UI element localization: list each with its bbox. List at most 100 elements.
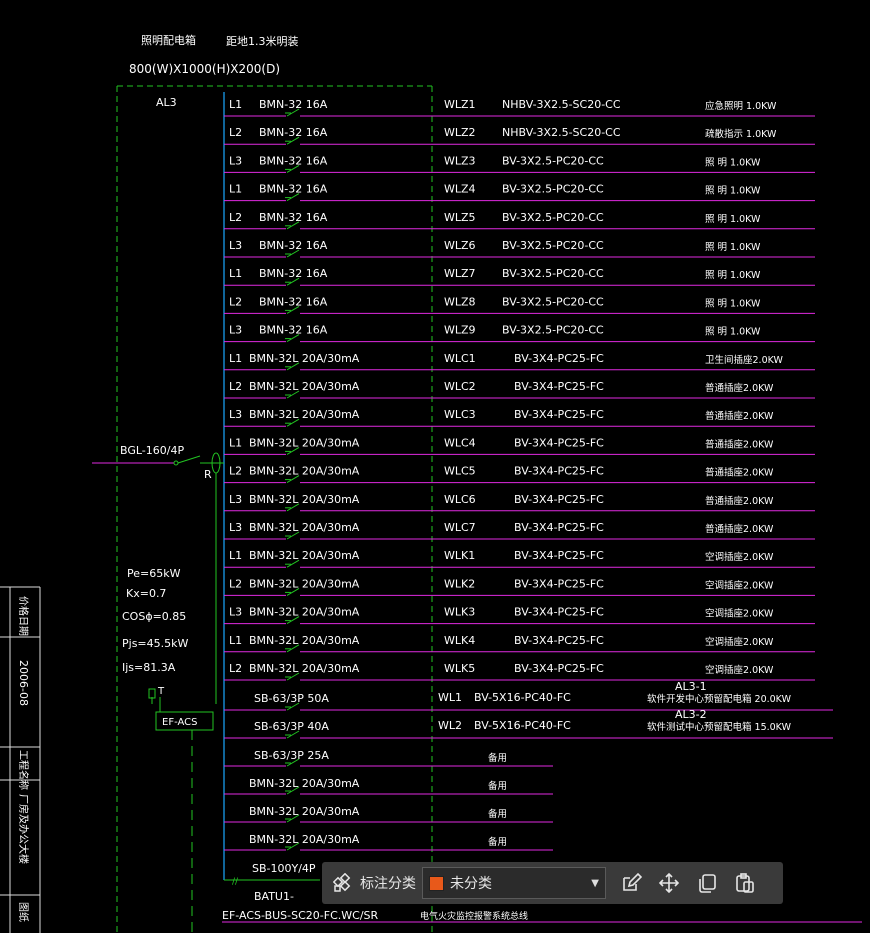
title-block <box>0 586 41 933</box>
circuit-code: WLK5 <box>444 662 475 675</box>
circuit-breaker: BMN-32 16A <box>259 267 328 280</box>
circuit-breaker: BMN-32L 20A/30mA <box>249 662 360 675</box>
circuit-phase: L1 <box>229 352 242 365</box>
circuit-breaker: BMN-32L 20A/30mA <box>249 606 360 619</box>
circuit-phase: L2 <box>229 126 242 139</box>
circuit-load: 普通插座2.0KW <box>705 410 774 422</box>
rcd-label: R <box>204 468 212 481</box>
breaker-switch <box>286 702 300 711</box>
breaker-switch <box>286 587 300 596</box>
breaker-switch <box>286 277 300 286</box>
circuit-breaker: BMN-32 16A <box>259 98 328 111</box>
circuit-code: WLC3 <box>444 408 476 421</box>
t-label: T <box>157 686 165 697</box>
circuit-cable: BV-3X4-PC25-FC <box>514 577 604 590</box>
circuit-phase: L3 <box>229 606 242 619</box>
incoming-contact <box>173 460 179 466</box>
circuit-load: 疏散指示 1.0KW <box>705 128 777 140</box>
feeder-subpanel: AL3-1 <box>675 680 707 693</box>
circuit-phase: L2 <box>229 465 242 478</box>
edit-icon[interactable] <box>618 870 644 896</box>
breaker-switch <box>286 531 300 540</box>
breaker-switch <box>286 842 300 851</box>
circuit-load: 普通插座2.0KW <box>705 467 774 479</box>
circuit-cable: BV-3X2.5-PC20-CC <box>502 324 604 337</box>
circuit-cable: BV-3X2.5-PC20-CC <box>502 211 604 224</box>
feeder-breaker: SB-63/3P 40A <box>254 720 329 733</box>
paste-icon[interactable] <box>732 870 758 896</box>
circuit-phase: L2 <box>229 662 242 675</box>
cabinet-frame <box>116 85 433 933</box>
title-block-row4: 厂房及办公大楼 <box>17 794 30 864</box>
circuit-breaker: BMN-32L 20A/30mA <box>249 436 360 449</box>
circuit-code: WLZ7 <box>444 267 476 280</box>
circuit-phase: L1 <box>229 549 242 562</box>
circuit-phase: L2 <box>229 577 242 590</box>
breaker-switch <box>286 334 300 343</box>
circuit-code: WLC5 <box>444 465 476 478</box>
circuit-load: 照 明 1.0KW <box>705 298 761 309</box>
feeder-load: 软件测试中心预留配电箱 15.0KW <box>647 721 792 733</box>
breaker-switch <box>286 446 300 455</box>
breaker-switch <box>286 475 300 484</box>
circuit-breaker: BMN-32 16A <box>259 324 328 337</box>
toolbar-label: 标注分类 <box>360 876 416 892</box>
circuit-breaker: BMN-32 16A <box>259 295 328 308</box>
circuit-breaker: BMN-32L 20A/30mA <box>249 577 360 590</box>
batu-label: BATU1- <box>254 890 294 903</box>
circuit-breaker: BMN-32L 20A/30mA <box>249 521 360 534</box>
circuit-load: 照 明 1.0KW <box>705 214 761 225</box>
circuit-breaker: BMN-32L 20A/30mA <box>249 634 360 647</box>
circuit-phase: L3 <box>229 493 242 506</box>
breaker-switch <box>286 362 300 371</box>
efacs-box <box>155 711 214 731</box>
category-select[interactable]: 未分类 ▼ <box>422 867 606 899</box>
load-kx: Kx=0.7 <box>126 587 166 600</box>
breaker-switch <box>286 390 300 399</box>
move-icon[interactable] <box>656 870 682 896</box>
circuit-cable: BV-3X2.5-PC20-CC <box>502 295 604 308</box>
feeder-breaker: SB-63/3P 50A <box>254 692 329 705</box>
circuit-breaker: BMN-32 16A <box>259 126 328 139</box>
batu-mark: // <box>232 877 239 887</box>
spare-breaker: BMN-32L 20A/30mA <box>249 805 360 818</box>
circuit-cable: BV-3X4-PC25-FC <box>514 436 604 449</box>
circuit-load: 照 明 1.0KW <box>705 327 761 338</box>
circuit-phase: L1 <box>229 634 242 647</box>
circuit-breaker: BMN-32 16A <box>259 239 328 252</box>
circuit-cable: BV-3X4-PC25-FC <box>514 662 604 675</box>
spare-note: 备用 <box>488 808 507 820</box>
breaker-switch <box>286 221 300 230</box>
circuit-load: 照 明 1.0KW <box>705 157 761 168</box>
title-block-row1: 价格日期 <box>17 596 30 636</box>
circuit-phase: L2 <box>229 380 242 393</box>
bus-line-desc: 电气火灾监控报警系统总线 <box>420 910 528 922</box>
circuit-cable: BV-3X4-PC25-FC <box>514 352 604 365</box>
circuit-load: 应急照明 1.0KW <box>705 100 777 112</box>
circuit-code: WLZ6 <box>444 239 476 252</box>
circuit-code: WLC7 <box>444 521 476 534</box>
circuit-cable: NHBV-3X2.5-SC20-CC <box>502 126 621 139</box>
copy-icon[interactable] <box>694 870 720 896</box>
breaker-switch <box>286 193 300 202</box>
spare-breaker: SB-63/3P 25A <box>254 749 329 762</box>
breaker-switch <box>286 814 300 823</box>
t-sensor <box>148 688 156 699</box>
annotation-toolbar: 标注分类 未分类 ▼ <box>322 862 783 904</box>
spare-note: 备用 <box>488 836 507 848</box>
circuit-cable: BV-3X4-PC25-FC <box>514 380 604 393</box>
circuit-code: WLZ1 <box>444 98 476 111</box>
circuit-load: 普通插座2.0KW <box>705 523 774 535</box>
circuit-breaker: BMN-32L 20A/30mA <box>249 408 360 421</box>
category-grid-icon[interactable] <box>330 870 356 896</box>
circuit-phase: L3 <box>229 154 242 167</box>
circuit-load: 空调插座2.0KW <box>705 636 774 648</box>
circuit-load: 照 明 1.0KW <box>705 186 761 197</box>
box-title: 照明配电箱 <box>141 33 196 47</box>
breaker-switch <box>286 786 300 795</box>
circuit-cable: BV-3X2.5-PC20-CC <box>502 267 604 280</box>
breaker-switch <box>286 672 300 681</box>
